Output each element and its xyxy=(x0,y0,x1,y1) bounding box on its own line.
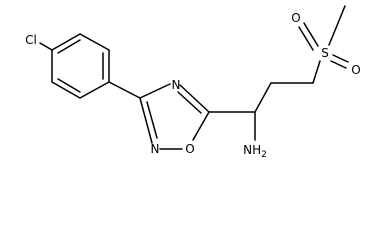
bond-s-methyl xyxy=(328,5,346,46)
amine-subscript: 2 xyxy=(261,150,267,160)
bond-n2-c3-a xyxy=(139,97,153,144)
bond-ring-double-1 xyxy=(57,39,81,54)
bond-s-o-right-b xyxy=(330,60,347,69)
chlorophenyl-ring xyxy=(39,33,110,99)
bond-phenyl-oxadiazole xyxy=(108,81,141,99)
atom-oxygen-sulfonyl-right: O xyxy=(351,63,360,77)
bond-ring-5 xyxy=(51,81,81,99)
bond-s-o-top-b xyxy=(298,26,314,51)
atom-nitrogen-top: N xyxy=(172,78,181,92)
bond-ring-double-3 xyxy=(57,78,81,93)
bond-n4-c5-a xyxy=(179,84,210,113)
atom-sulfur: S xyxy=(321,46,329,60)
bond-c3-n4 xyxy=(139,83,171,99)
atom-chlorine: Cl xyxy=(25,33,37,47)
bond-s-o-top-a xyxy=(303,22,319,47)
bond-n4-c5-b xyxy=(177,91,202,114)
side-chain xyxy=(208,5,349,141)
atom-oxygen-sulfonyl-top: O xyxy=(291,11,300,25)
bond-cl-c1 xyxy=(39,42,53,51)
bond-ring-1 xyxy=(51,33,81,51)
atom-amine: NH2 xyxy=(243,143,267,160)
chemical-structure: Cl N N O NH2 S O O xyxy=(25,5,361,160)
bond-ring-4 xyxy=(79,81,110,99)
amine-main: NH xyxy=(243,143,261,157)
bond-ch-ch2 xyxy=(254,82,272,113)
bond-c5-o1 xyxy=(192,111,210,141)
atom-oxygen-ring: O xyxy=(185,142,194,156)
bond-n2-c3-b xyxy=(146,101,158,139)
bond-ring-2 xyxy=(79,33,110,51)
atom-nitrogen-bottom: N xyxy=(151,142,160,156)
bond-s-o-right-a xyxy=(332,54,349,63)
bond-ch2-s xyxy=(312,60,321,84)
oxadiazole-ring xyxy=(139,83,210,150)
